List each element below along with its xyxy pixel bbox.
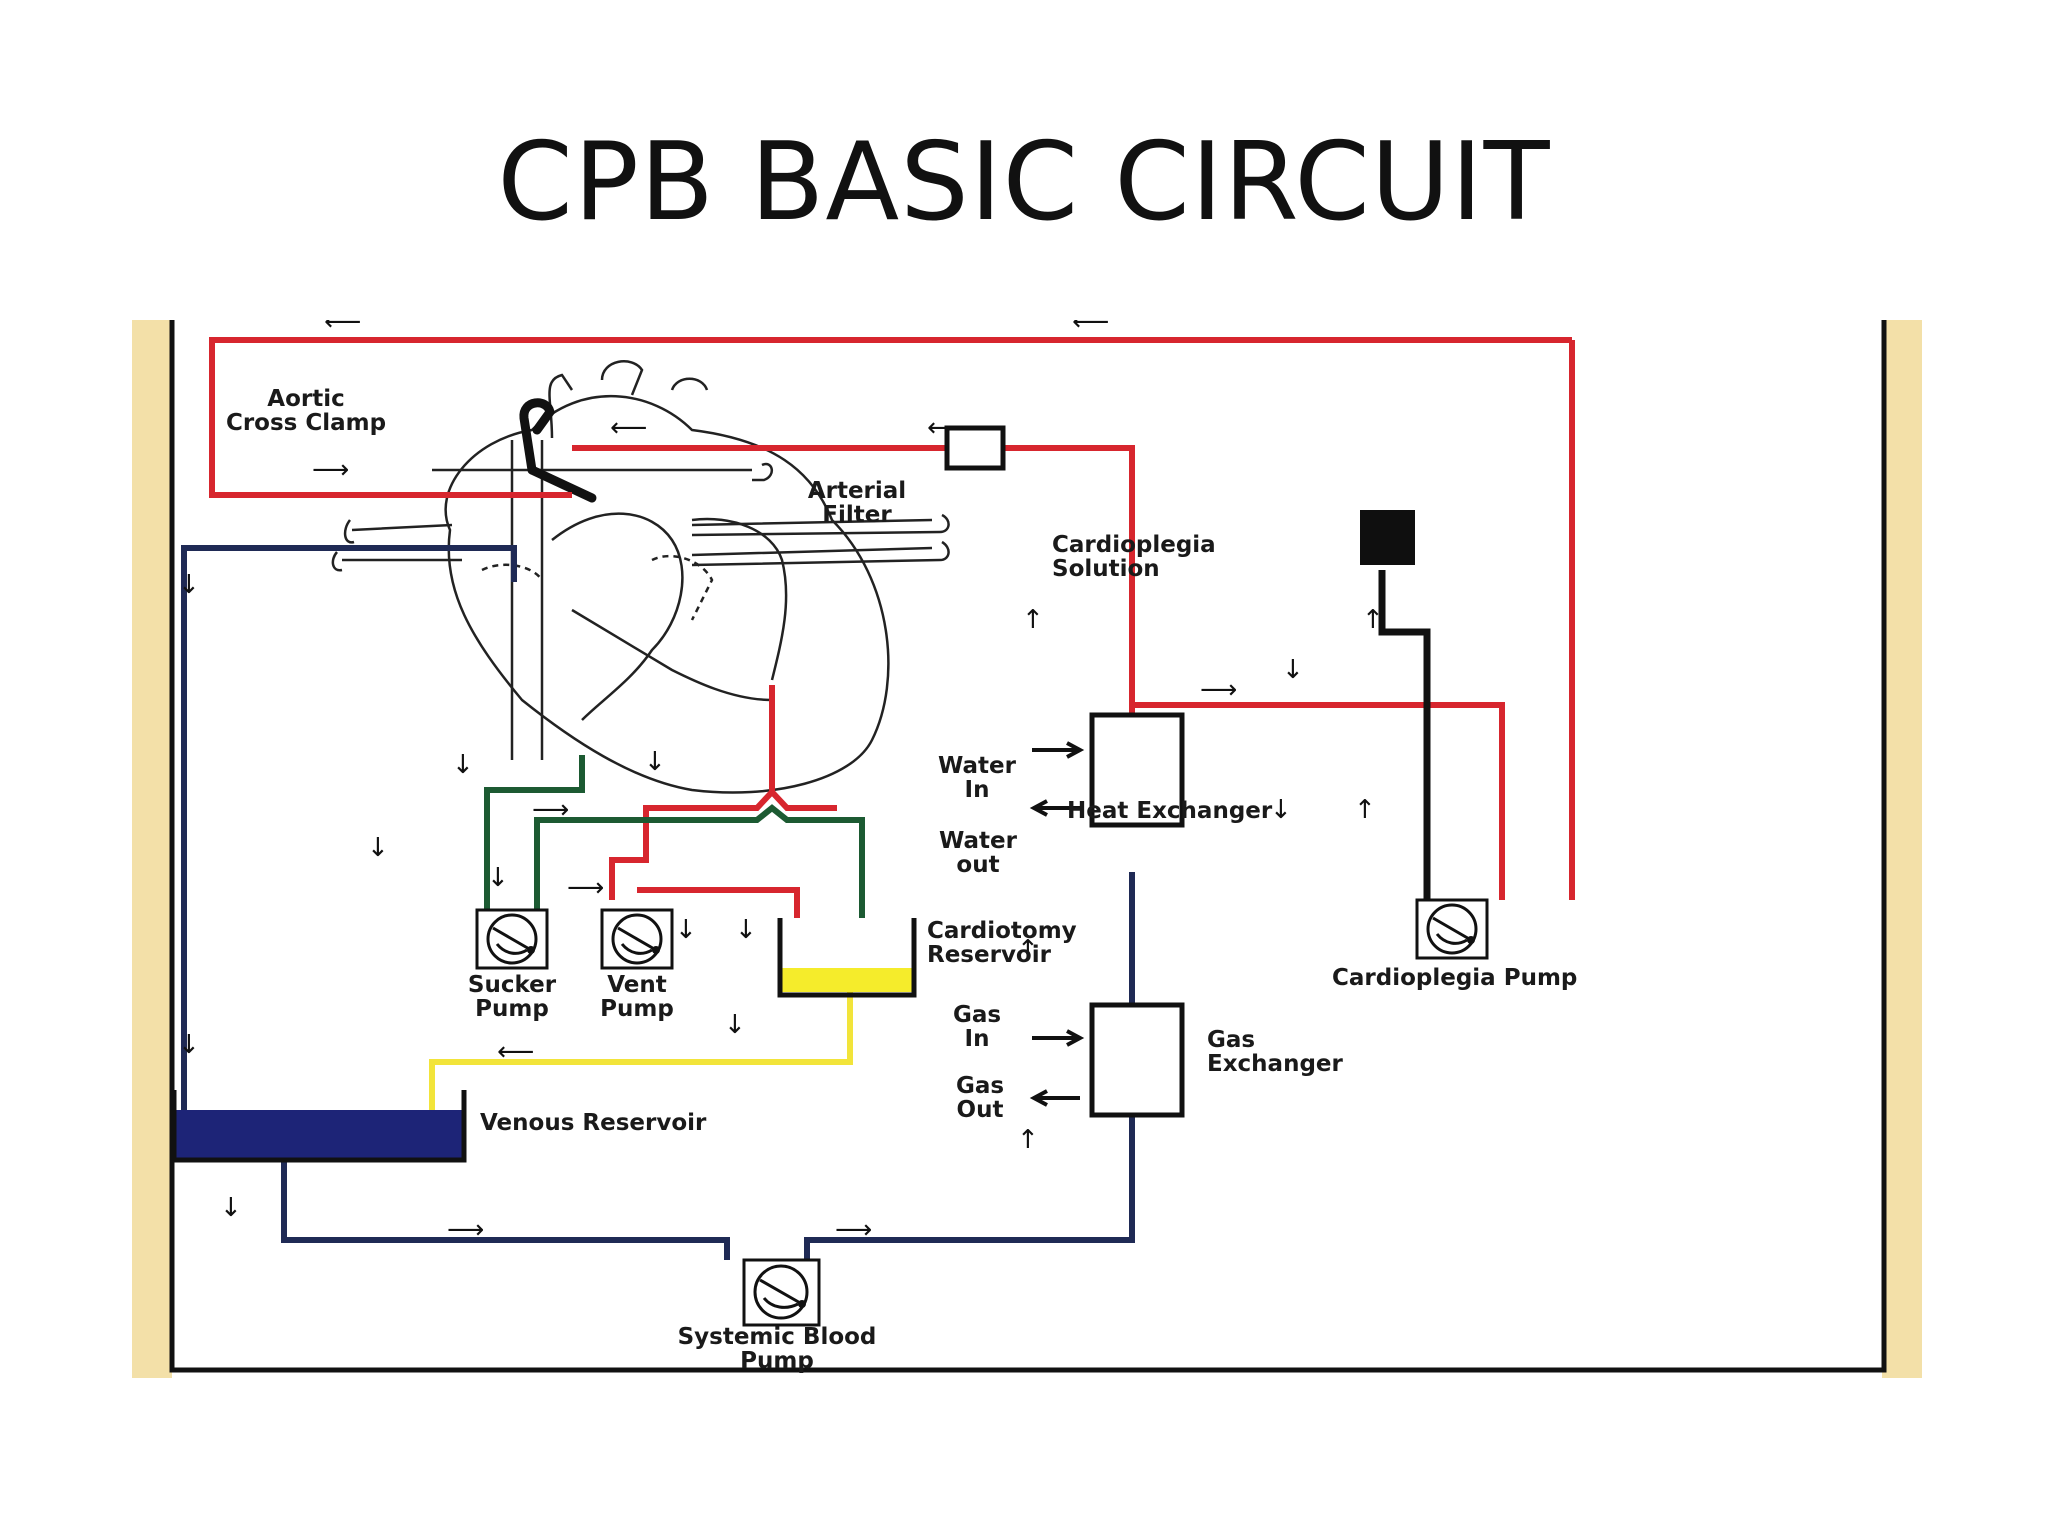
arterial-filter-box [944,425,1006,471]
svg-text:↓: ↓ [1282,655,1304,685]
svg-text:↓: ↓ [724,1010,746,1040]
gas-exchanger-box [1089,1002,1185,1118]
cross-clamp-icon [519,398,597,503]
svg-text:↓: ↓ [367,833,389,863]
svg-text:↓: ↓ [1270,795,1292,825]
label-heat-exchanger: Heat Exchanger [1067,798,1273,824]
frame-edge-left [132,320,172,1378]
cpb-circuit-diagram: ⟵ ⟵ ⟵ ⟵ ⟶ ↓ ↑ ↑ ⟶ ↓ ↓ ↓ ↓ ⟶ ↓ ⟶ ↓ ↓ ↓ ↑ … [132,320,1922,1382]
label-venous-reservoir: Venous Reservoir [480,1110,707,1136]
sucker-pump-icon [475,908,549,970]
port-arrows [1029,741,1085,1107]
heat-exchanger-box [1089,712,1185,828]
svg-text:⟵: ⟵ [1072,320,1109,337]
svg-text:⟶: ⟶ [835,1215,872,1245]
svg-text:↑: ↑ [1017,935,1039,965]
venous-reservoir [171,1090,467,1163]
sucker-lines [484,755,865,918]
svg-text:⟶: ⟶ [567,873,604,903]
svg-text:⟶: ⟶ [532,795,569,825]
cardioplegia-line [1378,570,1431,900]
arterial-lines [209,337,1575,918]
svg-text:↑: ↑ [1017,1125,1039,1155]
frame-edge-right [1882,320,1922,1378]
svg-text:⟵: ⟵ [927,413,964,443]
cardiotomy-drain-line [429,985,853,1110]
svg-text:⟵: ⟵ [497,1037,534,1067]
venous-lines [181,545,1135,1260]
svg-text:↓: ↓ [735,915,757,945]
svg-text:⟵: ⟵ [610,413,647,443]
svg-text:↓: ↓ [178,570,200,600]
svg-text:⟶: ⟶ [312,455,349,485]
slide-title: CPB BASIC CIRCUIT [497,120,1551,245]
heart-outline-icon [331,360,950,794]
svg-text:↓: ↓ [178,1030,200,1060]
vent-pump-icon [600,908,674,970]
svg-text:↑: ↑ [1362,605,1384,635]
svg-text:↓: ↓ [644,747,666,777]
svg-text:⟶: ⟶ [447,1215,484,1245]
frame-border [169,320,1887,1373]
svg-text:↓: ↓ [675,915,697,945]
systemic-blood-pump-icon [742,1258,821,1327]
label-cardioplegia-pump: Cardioplegia Pump [1332,965,1577,991]
svg-text:⟶: ⟶ [1200,675,1237,705]
svg-text:↓: ↓ [487,863,509,893]
svg-text:↓: ↓ [220,1193,242,1223]
svg-text:↓: ↓ [452,750,474,780]
svg-text:↑: ↑ [1022,605,1044,635]
cardiotomy-reservoir [777,918,917,998]
cardioplegia-pump-icon [1415,898,1489,960]
svg-text:↑: ↑ [1354,795,1376,825]
flow-arrow-icon: ⟵ ⟵ ⟵ ⟵ ⟶ ↓ ↑ ↑ ⟶ ↓ ↓ ↓ ↓ ⟶ ↓ ⟶ ↓ ↓ ↓ ↑ … [178,320,1384,1245]
cardioplegia-solution-bag [1360,510,1415,565]
svg-text:⟵: ⟵ [324,320,361,337]
